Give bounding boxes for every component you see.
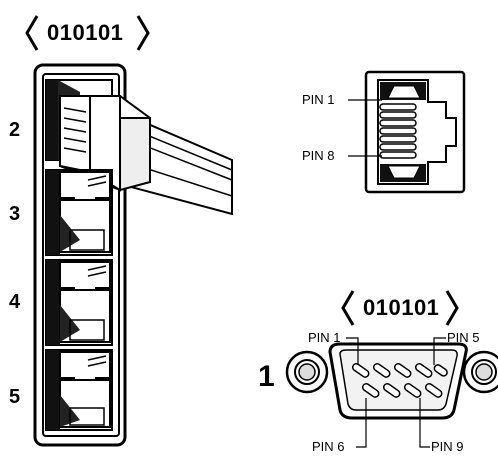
serial-pin-6-label: PIN 6 xyxy=(312,439,345,454)
serial-pin-1-label: PIN 1 xyxy=(308,330,341,345)
serial-pin-5-label: PIN 5 xyxy=(447,330,480,345)
ethernet-port-4 xyxy=(45,259,113,346)
db9-serial-port xyxy=(285,337,498,448)
port-number-4: 4 xyxy=(9,291,21,313)
ethernet-code-bracket xyxy=(25,15,150,51)
serial-port-number: 1 xyxy=(258,360,275,393)
serial-pin-9-label: PIN 9 xyxy=(431,439,464,454)
port-number-3: 3 xyxy=(9,203,21,225)
rj45-jack-front xyxy=(348,70,466,194)
ethernet-code-label: 010101 xyxy=(47,20,124,45)
rj45-pin-8-label: PIN 8 xyxy=(302,148,335,163)
port-number-2: 2 xyxy=(9,119,21,141)
ethernet-port-5 xyxy=(45,349,113,431)
ethernet-port-2 xyxy=(45,79,233,216)
ethernet-port-3 xyxy=(45,169,113,256)
port-number-5: 5 xyxy=(9,386,21,408)
serial-code-bracket xyxy=(341,290,459,326)
rj45-pin-1-label: PIN 1 xyxy=(302,92,335,107)
serial-code-label: 010101 xyxy=(363,295,440,320)
